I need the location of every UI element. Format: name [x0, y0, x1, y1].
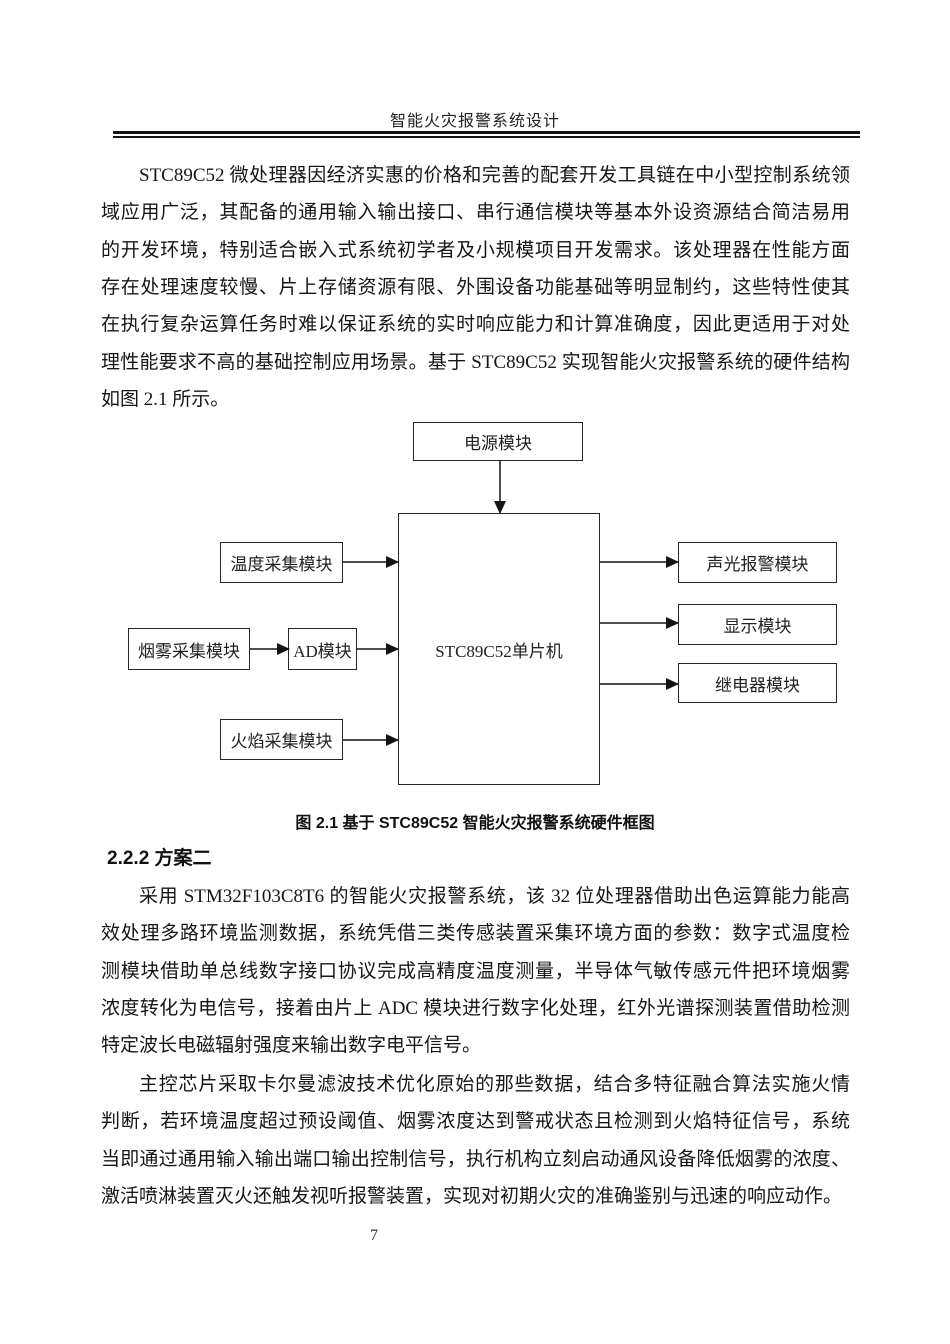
diagram-node-display-module: 显示模块 [678, 604, 837, 645]
paragraph-line: 特定波长电磁辐射强度来输出数字电平信号。 [101, 1035, 482, 1057]
paragraph-line: 当即通过通用输入输出端口输出控制信号，执行机构立刻启动通风设备降低烟雾的浓度、 [101, 1148, 850, 1170]
paragraph-3: 主控芯片采取卡尔曼滤波技术优化原始的那些数据，结合多特征融合算法实施火情 判断，… [101, 1066, 850, 1215]
diagram-node-temperature-module: 温度采集模块 [220, 542, 343, 583]
diagram-node-sound-light-alarm-module: 声光报警模块 [678, 542, 837, 583]
paragraph-line: 效处理多路环境监测数据，系统凭借三类传感装置采集环境方面的参数：数字式温度检 [101, 923, 850, 945]
diagram-node-label: 显示模块 [723, 617, 792, 636]
paragraph-line: 浓度转化为电信号，接着由片上 ADC 模块进行数字化处理，红外光谱探测装置借助检… [101, 998, 850, 1020]
diagram-node-label: 声光报警模块 [706, 555, 809, 574]
paragraph-2: 采用 STM32F103C8T6 的智能火灾报警系统，该 32 位处理器借助出色… [101, 878, 850, 1065]
running-header-title: 智能火灾报警系统设计 [389, 113, 560, 130]
paragraph-line: 激活喷淋装置灭火还触发视听报警装置，实现对初期火灾的准确鉴别与迅速的响应动作。 [101, 1186, 843, 1208]
diagram-node-label: 继电器模块 [715, 675, 800, 695]
diagram-node-mcu: STC89C52单片机 [398, 513, 600, 785]
diagram-node-label: 电源模块 [464, 434, 532, 453]
diagram-node-label: 温度采集模块 [230, 555, 333, 574]
diagram-node-label: AD模块 [293, 641, 352, 661]
diagram-node-smoke-module: 烟雾采集模块 [128, 628, 250, 670]
paragraph-line: 理性能要求不高的基础控制应用场景。基于 STC89C52 实现智能火灾报警系统的… [101, 351, 850, 373]
paragraph-line: 的开发环境，特别适合嵌入式系统初学者及小规模项目开发需求。该处理器在性能方面 [101, 239, 850, 261]
section-heading: 2.2.2 方案二 [107, 848, 212, 869]
diagram-node-label: 烟雾采集模块 [138, 641, 240, 661]
paragraph-line: 判断，若环境温度超过预设阈值、烟雾浓度达到警戒状态且检测到火焰特征信号，系统 [101, 1111, 850, 1133]
diagram-node-power-module: 电源模块 [413, 422, 583, 461]
diagram-node-flame-module: 火焰采集模块 [220, 719, 343, 760]
paragraph-line: STC89C52 微处理器因经济实惠的价格和完善的配套开发工具链在中小型控制系统… [139, 165, 850, 186]
diagram-node-ad-module: AD模块 [288, 628, 357, 670]
figure-caption: 图 2.1 基于 STC89C52 智能火灾报警系统硬件框图 [295, 815, 655, 832]
paragraph-line: 域应用广泛，其配备的通用输入输出接口、串行通信模块等基本外设资源结合简洁易用 [101, 202, 850, 224]
paragraph-1: STC89C52 微处理器因经济实惠的价格和完善的配套开发工具链在中小型控制系统… [101, 157, 850, 418]
paragraph-line: 测模块借助单总线数字接口协议完成高精度温度测量，半导体气敏传感元件把环境烟雾 [101, 960, 850, 982]
paragraph-line: 如图 2.1 所示。 [101, 389, 230, 411]
paragraph-line: 主控芯片采取卡尔曼滤波技术优化原始的那些数据，结合多特征融合算法实施火情 [139, 1074, 850, 1095]
diagram-node-label: 火焰采集模块 [230, 732, 333, 751]
page-number: 7 [370, 1227, 378, 1244]
header-double-rule [113, 131, 860, 138]
paragraph-line: 在执行复杂运算任务时难以保证系统的实时响应能力和计算准确度，因此更适用于对处 [101, 314, 850, 336]
paragraph-line: 存在处理速度较慢、片上存储资源有限、外围设备功能基础等明显制约，这些特性使其 [101, 277, 850, 299]
diagram-node-label: STC89C52单片机 [435, 641, 563, 661]
paragraph-line: 采用 STM32F103C8T6 的智能火灾报警系统，该 32 位处理器借助出色… [139, 886, 850, 907]
diagram-node-relay-module: 继电器模块 [678, 663, 837, 703]
